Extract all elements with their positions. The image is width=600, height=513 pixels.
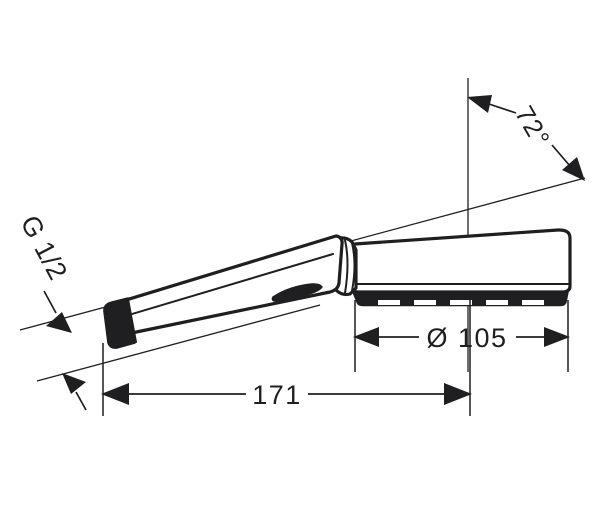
angle-arrow-right [562,157,585,181]
dimension-diameter-105: Ø 105 [353,300,570,372]
collar-ring-line-2 [351,242,356,292]
length-arrow-left [101,383,129,405]
handle-lower-construction-line [36,304,321,382]
angle-label: 72° [509,101,556,153]
diameter-label: Ø 105 [426,323,507,353]
thread-connector-edge-line [127,298,137,343]
thread-leader-line-lower [75,391,87,411]
angle-arrow-left [467,95,492,113]
thread-arrow-upper [46,312,72,333]
thread-leader-line [43,290,57,314]
collar-ring-line-1 [344,239,349,294]
shower-head-body [350,228,572,294]
thread-arrow-lower [62,373,86,394]
spray-nozzle-notches [378,300,544,305]
callout-thread-g12: G 1/2 [15,210,87,411]
thread-label: G 1/2 [15,210,74,285]
handle-highlight-line [121,253,334,318]
length-label: 171 [252,380,302,410]
length-arrow-right [444,383,472,405]
diameter-arrow-left [353,327,379,347]
spray-face-plate [352,291,569,307]
diameter-arrow-right [544,327,570,347]
dimension-angle-72: 72° [467,95,585,181]
product-geometry [103,228,572,349]
thread-connector-block [103,297,136,349]
angle-leader-left [485,102,517,114]
angle-leader-right [551,144,571,167]
dimension-length-171: 171 [101,300,472,416]
handle-grip-inner-highlight [284,287,313,295]
